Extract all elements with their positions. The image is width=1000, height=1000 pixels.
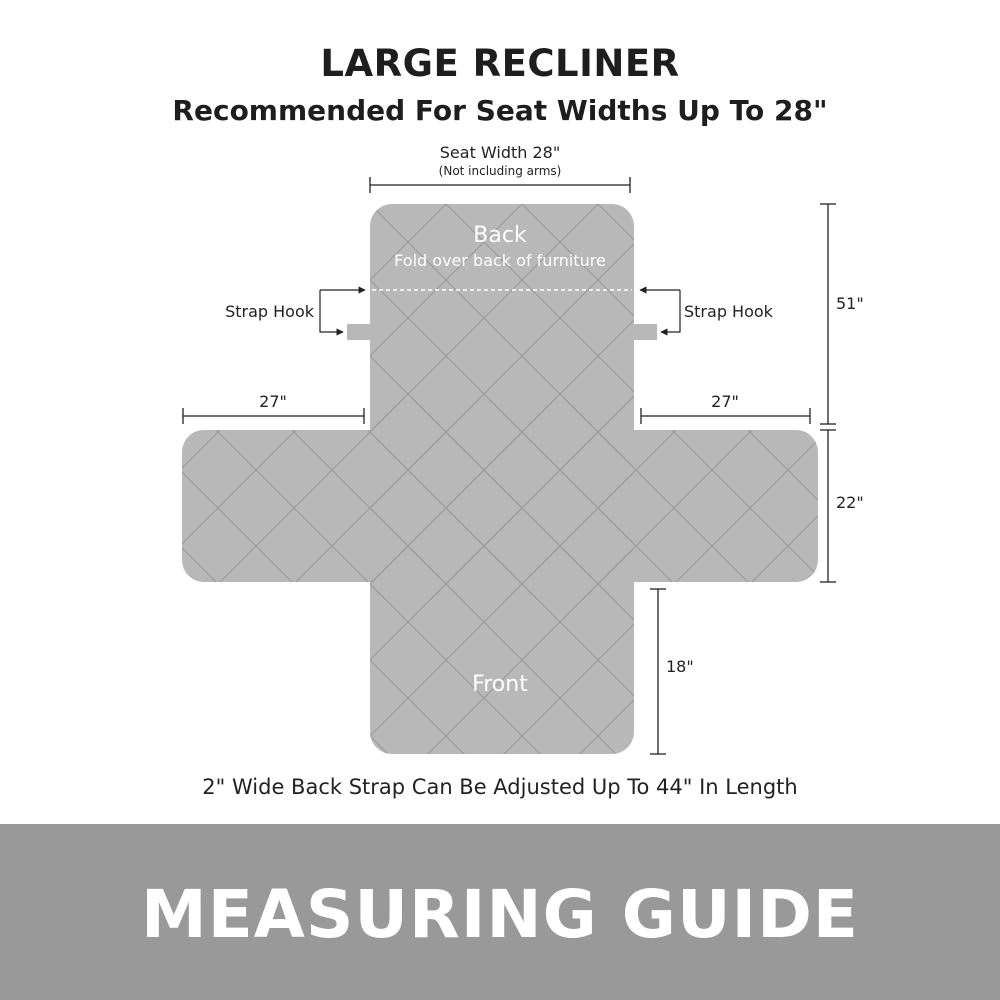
arm-left-dimension-line bbox=[182, 408, 365, 424]
strap-hook-right-tab bbox=[633, 324, 657, 340]
seat-depth-label: 22" bbox=[836, 493, 864, 512]
seat-width-dimension-line bbox=[369, 177, 631, 193]
arm-left-width-label: 27" bbox=[259, 392, 287, 411]
seat-width-note: (Not including arms) bbox=[439, 164, 562, 178]
page-title: LARGE RECLINER bbox=[320, 42, 680, 85]
back-note: Fold over back of furniture bbox=[394, 251, 606, 270]
strap-hook-right-label: Strap Hook bbox=[684, 302, 774, 321]
arm-right-dimension-line bbox=[640, 408, 811, 424]
footer-banner bbox=[0, 824, 1000, 1000]
front-label: Front bbox=[472, 672, 528, 697]
cover-shape bbox=[182, 204, 818, 754]
back-label: Back bbox=[473, 223, 527, 248]
cover-diagram: Back Fold over back of furniture Front S… bbox=[182, 143, 864, 799]
page-subtitle: Recommended For Seat Widths Up To 28" bbox=[172, 94, 828, 127]
arm-right-width-label: 27" bbox=[711, 392, 739, 411]
strap-note: 2" Wide Back Strap Can Be Adjusted Up To… bbox=[202, 775, 797, 799]
front-length-dimension-line bbox=[650, 588, 666, 755]
back-length-label: 51" bbox=[836, 294, 864, 313]
footer-title: MEASURING GUIDE bbox=[141, 876, 859, 953]
back-length-dimension-line bbox=[820, 203, 836, 425]
strap-hook-left-tab bbox=[347, 324, 371, 340]
seat-depth-dimension-line bbox=[820, 429, 836, 583]
front-length-label: 18" bbox=[666, 657, 694, 676]
seat-width-label: Seat Width 28" bbox=[440, 143, 560, 162]
strap-hook-left-label: Strap Hook bbox=[225, 302, 315, 321]
